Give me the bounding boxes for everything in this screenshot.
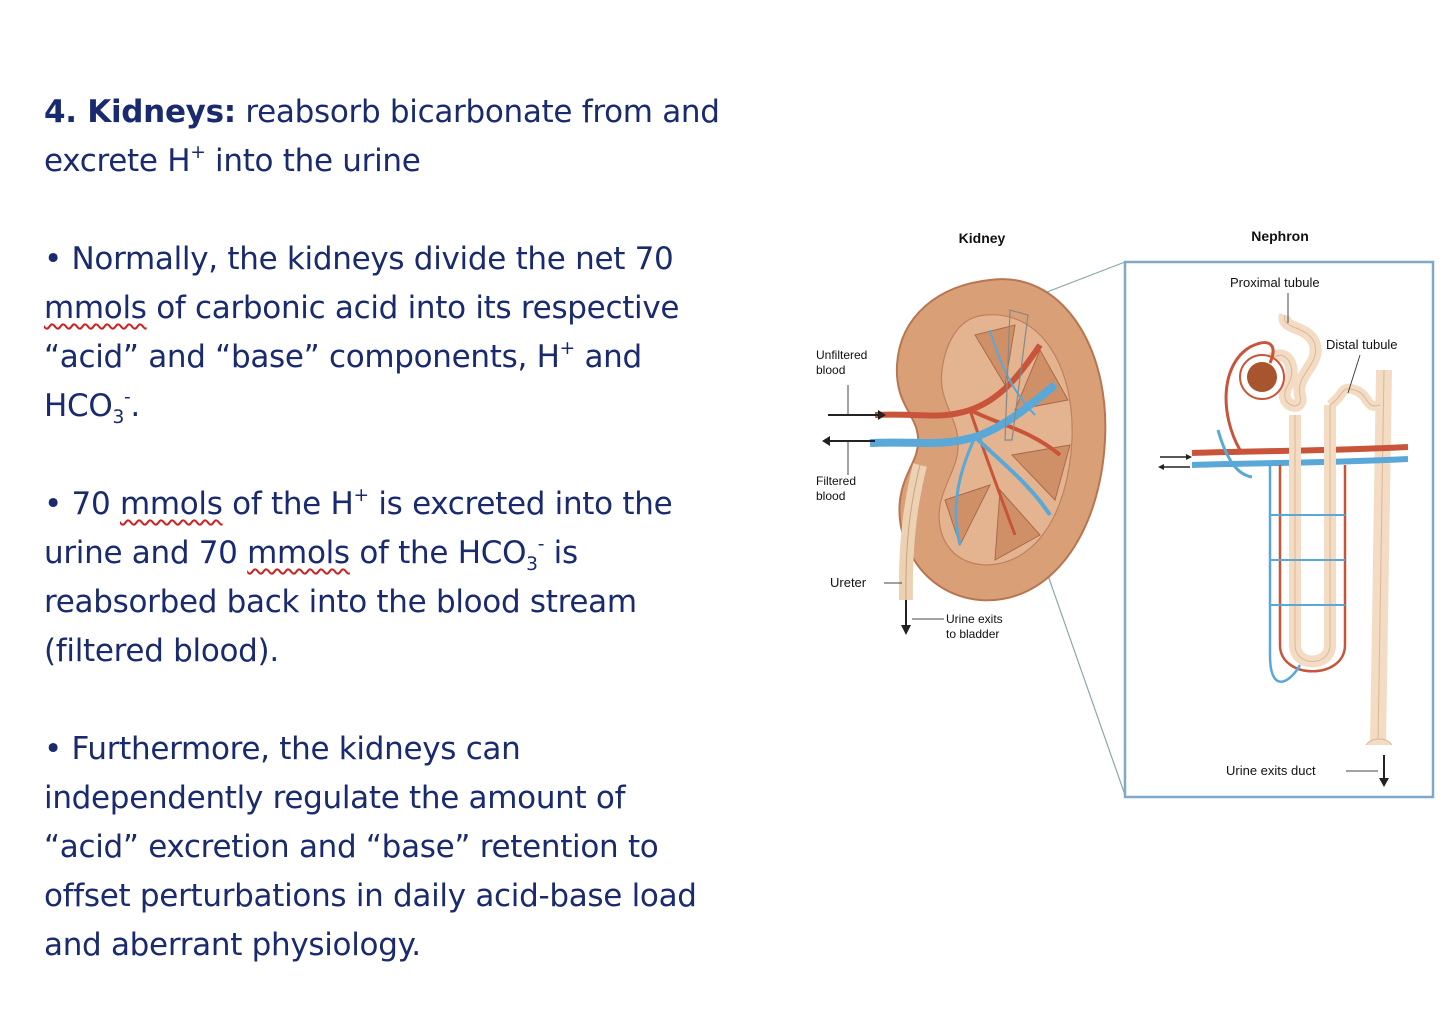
slide-text: 4. Kidneys: reabsorb bicarbonate from an… xyxy=(44,88,784,1019)
label-urine-duct: Urine exits duct xyxy=(1226,763,1316,778)
label-distal-tubule: Distal tubule xyxy=(1326,337,1398,352)
kidney-nephron-diagram: Kidney Nephron xyxy=(800,215,1440,815)
label-unfiltered: Unfiltered xyxy=(816,348,867,362)
bullet-normally: • Normally, the kidneys divide the net 7… xyxy=(44,241,680,429)
spellcheck-word[interactable]: mmols xyxy=(119,486,223,522)
bullet-excreted: • 70 mmols of the H+ is excreted into th… xyxy=(44,484,673,669)
spellcheck-word[interactable]: mmols xyxy=(44,290,147,326)
label-urine-exits: Urine exits xyxy=(946,612,1003,626)
heading: 4. Kidneys: reabsorb bicarbonate from an… xyxy=(44,94,720,179)
nephron-illustration xyxy=(1191,313,1409,746)
kidney-title: Kidney xyxy=(959,230,1006,246)
label-proximal-tubule: Proximal tubule xyxy=(1230,275,1320,290)
nephron-title: Nephron xyxy=(1251,228,1309,244)
label-ureter: Ureter xyxy=(830,575,867,590)
label-filtered: Filtered xyxy=(816,474,856,488)
kidney-illustration xyxy=(869,278,1107,602)
svg-text:blood: blood xyxy=(816,363,845,377)
svg-text:to bladder: to bladder xyxy=(946,627,999,641)
heading-number: 4. Kidneys: xyxy=(44,94,236,130)
svg-text:blood: blood xyxy=(816,489,845,503)
diagram-svg: Kidney Nephron xyxy=(816,228,1435,799)
spellcheck-word[interactable]: mmols xyxy=(247,535,350,571)
bullet-furthermore: • Furthermore, the kidneys can independe… xyxy=(44,731,697,963)
